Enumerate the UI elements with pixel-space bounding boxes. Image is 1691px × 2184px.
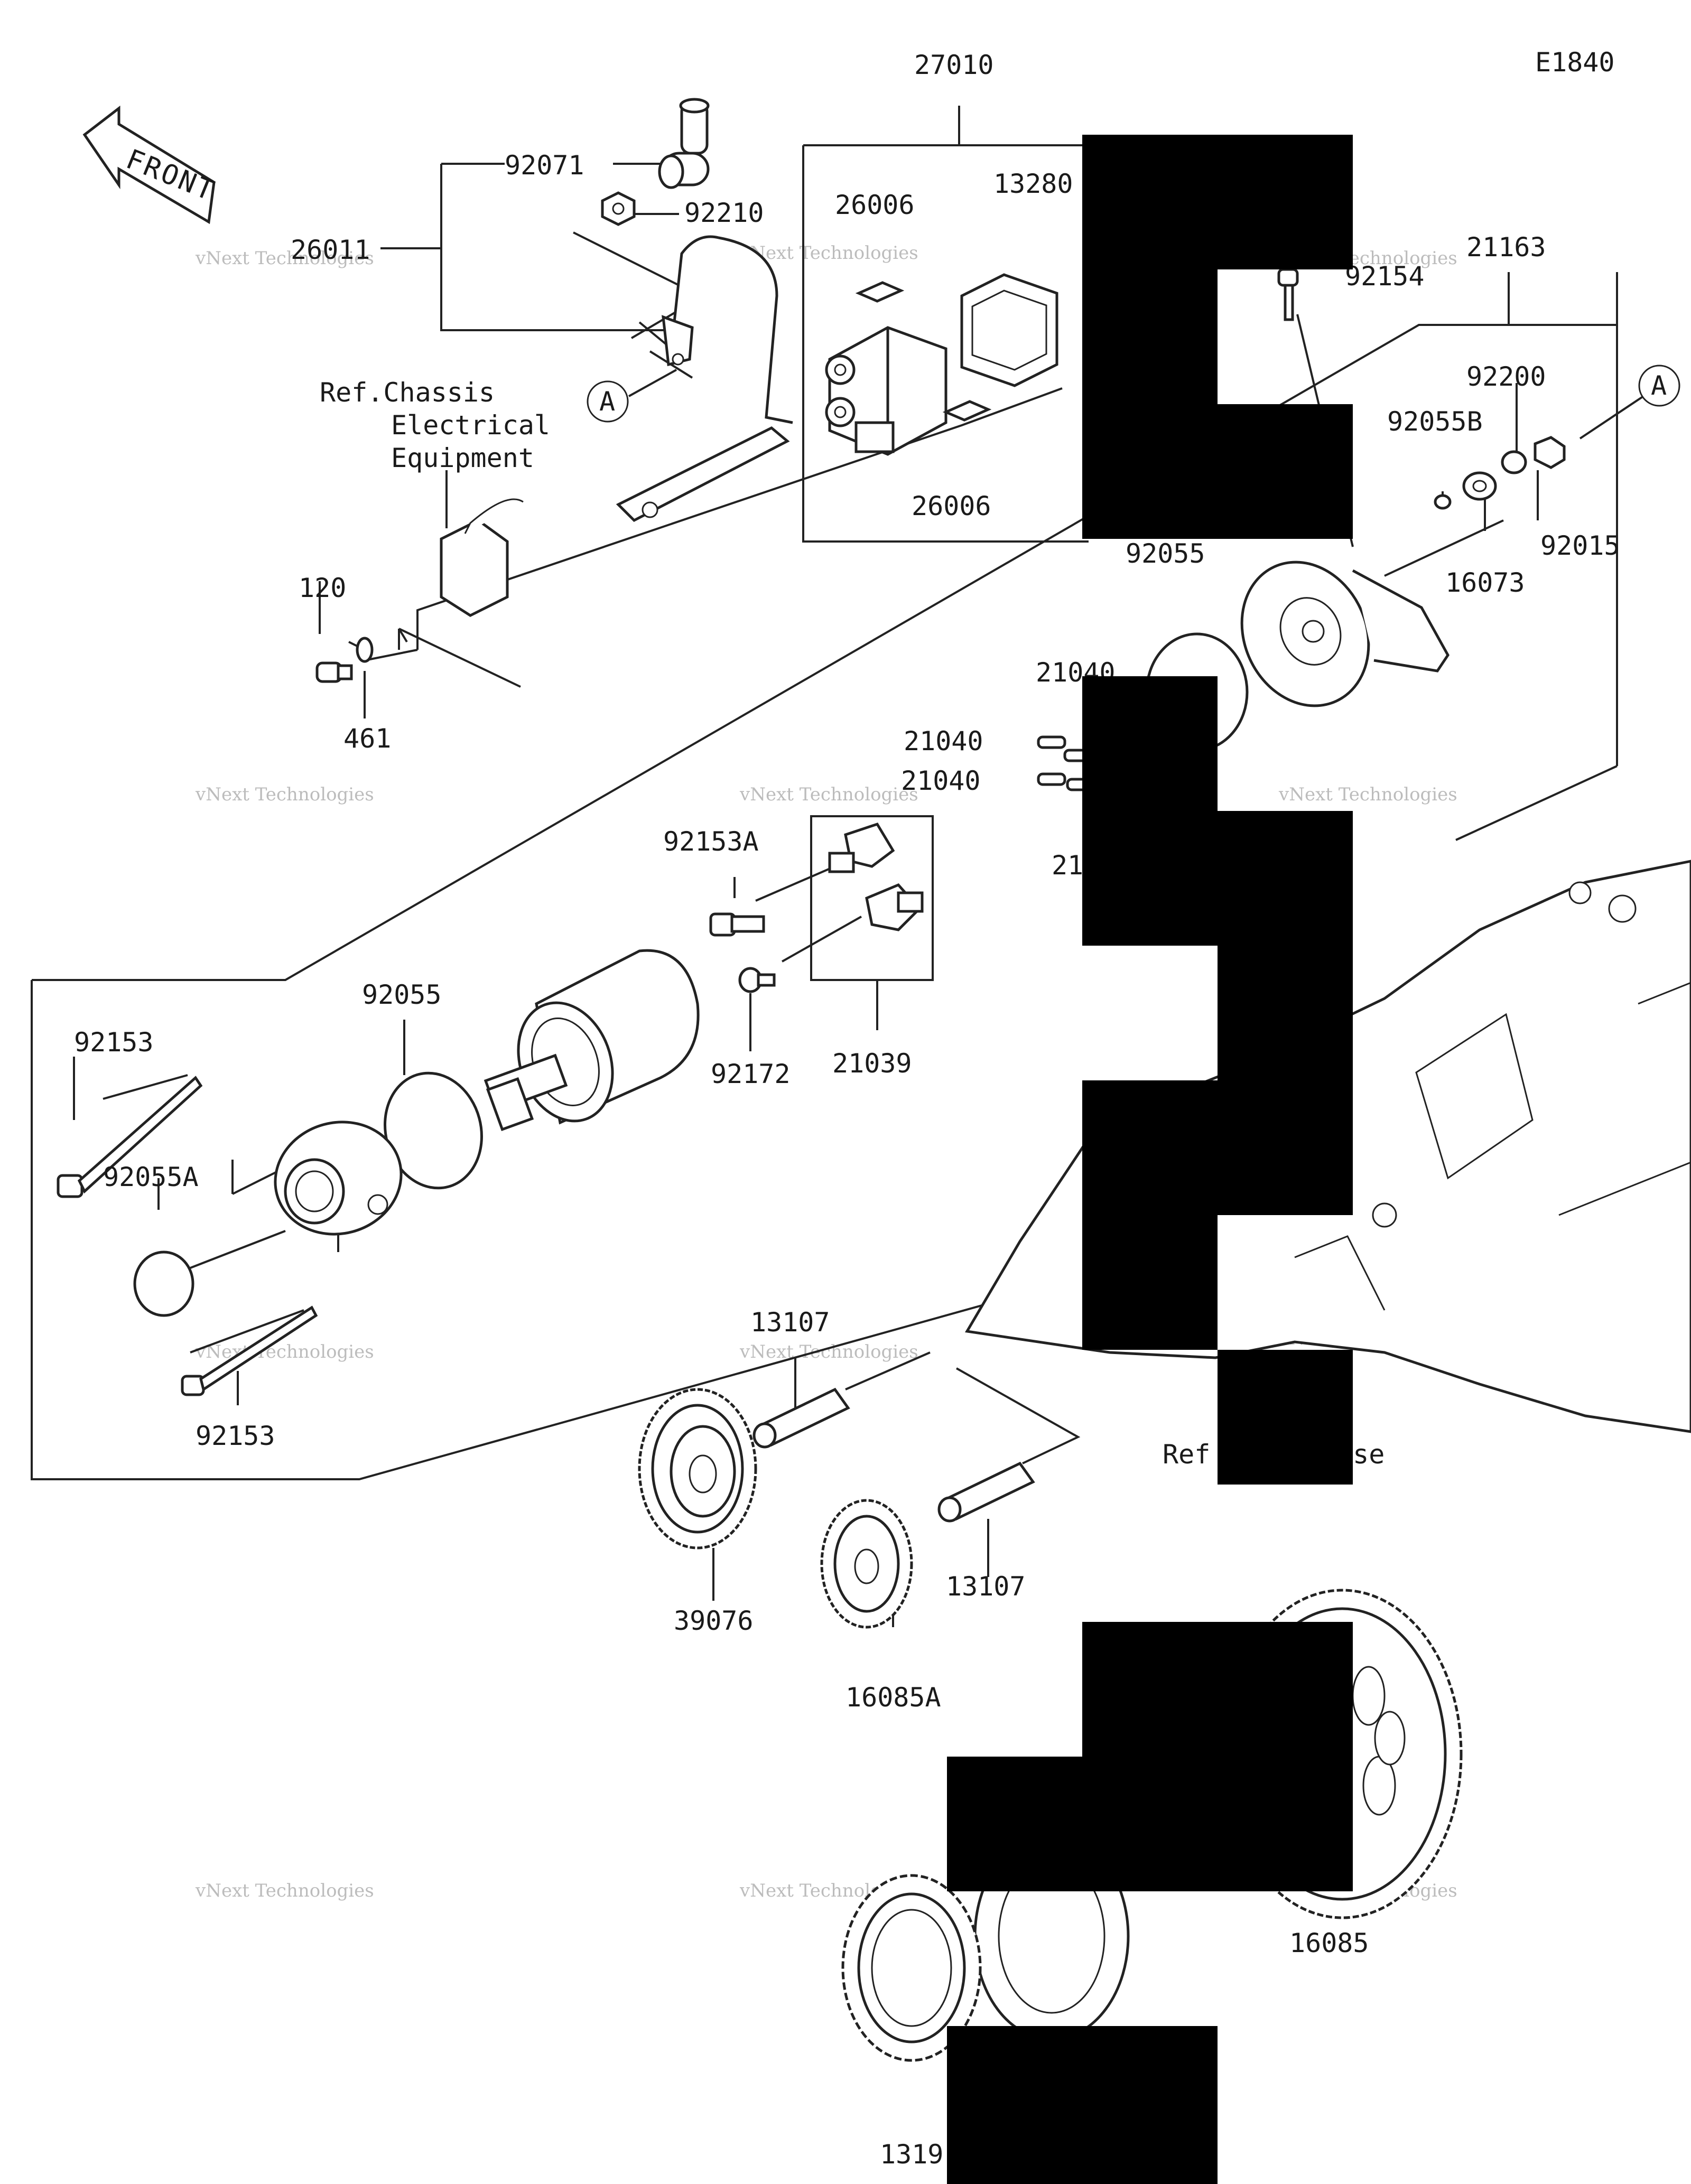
- oring-92055B: [1434, 494, 1452, 510]
- bolt-92153-top: [57, 1076, 203, 1198]
- callout-a-right-letter: A: [1651, 370, 1667, 401]
- part-label-21040-b: 21040: [904, 726, 983, 757]
- redaction-block: [1082, 676, 1218, 811]
- bolt-92153A: [709, 912, 765, 937]
- part-label-92153-top: 92153: [74, 1027, 154, 1058]
- part-label-92154: 92154: [1345, 261, 1425, 292]
- part-number-labels: 27010 92071 92210 26011 26006 26006 1328…: [74, 50, 1620, 2170]
- ref-chassis-line1: Ref.Chassis: [320, 377, 495, 408]
- part-label-92153A: 92153A: [663, 826, 759, 857]
- callout-a-left-letter: A: [599, 386, 615, 417]
- part-label-27010: 27010: [914, 50, 994, 80]
- part-label-21-partial: 21: [1052, 850, 1083, 881]
- gear-16085A: [820, 1499, 913, 1629]
- part-label-92200: 92200: [1466, 361, 1546, 392]
- redaction-block: [1082, 811, 1353, 946]
- part-label-92055B: 92055B: [1387, 406, 1483, 437]
- part-label-26011: 26011: [291, 235, 370, 265]
- elbow-cap-92071: [658, 98, 710, 189]
- leader-lines: [31, 106, 1644, 2010]
- screw-92172: [738, 967, 776, 993]
- redaction-block: [947, 1757, 1353, 1891]
- watermark-text: vNext Technologies: [195, 1880, 374, 1901]
- starter-end-cover-21163: [1240, 561, 1450, 707]
- part-label-16085A: 16085A: [846, 1682, 941, 1713]
- part-label-26006-top: 26006: [835, 190, 915, 220]
- fuse-26006-top: [855, 281, 905, 303]
- part-label-461: 461: [343, 723, 391, 754]
- part-label-13107-bottom: 13107: [946, 1571, 1026, 1602]
- part-label-92015: 92015: [1540, 530, 1620, 561]
- part-label-92055-mid: 92055: [362, 979, 442, 1010]
- part-label-92210: 92210: [684, 198, 764, 228]
- part-label-92071: 92071: [505, 150, 584, 181]
- pin-13107-top: [752, 1387, 850, 1449]
- washer-92200: [1501, 450, 1527, 474]
- part-label-1319-partial: 1319: [880, 2139, 943, 2170]
- callout-a-right: A: [1638, 365, 1680, 407]
- redaction-block: [1218, 946, 1353, 1080]
- part-label-13107-top: 13107: [750, 1307, 830, 1338]
- part-label-21039: 21039: [832, 1048, 912, 1079]
- pin-13107-bottom: [937, 1461, 1035, 1523]
- part-label-92055A: 92055A: [103, 1162, 199, 1192]
- redaction-block: [1218, 1350, 1353, 1485]
- part-label-21040-c: 21040: [901, 766, 981, 796]
- redaction-blocks: [947, 135, 1353, 2184]
- bolt-120: [315, 661, 353, 683]
- watermark-text: vNext Technologies: [195, 1341, 374, 1362]
- diagram-code: E1840: [1535, 47, 1615, 78]
- redaction-block: [1082, 1215, 1218, 1350]
- watermark-text: vNext Technologies: [739, 784, 918, 805]
- brush-holder-21039: [828, 822, 924, 931]
- watermark-text: vNext Technologies: [195, 784, 374, 805]
- watermark-text: vNext Technologies: [195, 248, 374, 269]
- watermark-text: vNext Technologies: [1278, 784, 1457, 805]
- ref-chassis-line2: Electrical: [391, 410, 550, 441]
- bolt-92154: [1277, 268, 1299, 321]
- watermark-text: vNext Technologies: [739, 1341, 918, 1362]
- part-label-16085: 16085: [1289, 1928, 1369, 1958]
- redaction-block: [1082, 269, 1218, 404]
- starter-front-cover: [274, 1121, 403, 1236]
- starter-yoke: [484, 949, 700, 1132]
- redaction-block: [1082, 1622, 1353, 1757]
- washer-461: [356, 637, 374, 663]
- part-label-120: 120: [299, 573, 346, 603]
- part-label-13280: 13280: [993, 169, 1073, 199]
- watermark-text: vNext Technologies: [739, 242, 918, 264]
- parts-layer: A A: [57, 98, 1691, 2062]
- chassis-connector: [440, 426, 790, 617]
- part-label-39076: 39076: [674, 1606, 754, 1636]
- part-label-26006-bottom: 26006: [912, 491, 991, 521]
- part-label-92172: 92172: [711, 1059, 791, 1089]
- redaction-block: [1082, 1080, 1353, 1215]
- relay-cover-13280: [960, 273, 1058, 387]
- part-label-16073: 16073: [1445, 567, 1525, 598]
- callout-a-left: A: [587, 380, 629, 423]
- fuse-26006-bottom: [942, 400, 992, 422]
- redaction-block: [1082, 135, 1353, 269]
- ref-chassis-line3: Equipment: [391, 443, 534, 473]
- one-way-clutch-bearing: [841, 1874, 982, 2062]
- ref-crankcase-partial: Ref: [1163, 1439, 1210, 1470]
- redaction-block: [947, 2026, 1218, 2184]
- redaction-block: [1082, 404, 1353, 539]
- front-arrow-icon: FRONT: [82, 105, 220, 225]
- bolt-92153-bottom: [181, 1305, 318, 1396]
- cable-26011: [670, 235, 793, 424]
- gear-39076: [638, 1388, 757, 1550]
- nut-92015: [1534, 436, 1566, 469]
- oring-92055A: [133, 1250, 194, 1317]
- starter-relay-27010: [825, 326, 947, 456]
- part-label-92055-top: 92055: [1126, 538, 1205, 569]
- part-label-92153-bottom: 92153: [196, 1421, 275, 1451]
- part-label-21163: 21163: [1466, 232, 1546, 263]
